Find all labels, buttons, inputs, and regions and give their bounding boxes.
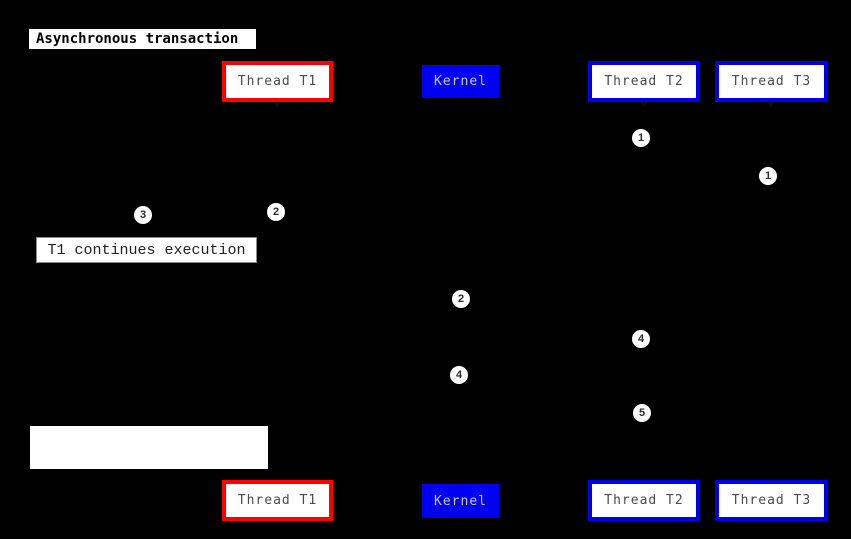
sequence-marker-2-kernel: 2	[452, 290, 470, 308]
sequence-marker-4-thread-t2: 4	[632, 330, 650, 348]
note-blank	[30, 426, 268, 469]
sequence-marker-1-thread-t3: 1	[759, 167, 777, 185]
participant-thread-t1-top: Thread T1	[222, 61, 333, 102]
sequence-marker-2-thread-t1: 2	[267, 203, 285, 221]
participant-kernel-bottom: Kernel	[422, 484, 499, 518]
lifeline-tick-t3-top	[767, 102, 775, 107]
sequence-marker-5-thread-t2: 5	[633, 404, 651, 422]
lifeline-tick-t1-top	[273, 102, 281, 107]
participant-thread-t2-top: Thread T2	[588, 61, 700, 102]
note-t1-continues-execution: T1 continues execution	[36, 237, 257, 263]
participant-thread-t3-top: Thread T3	[715, 61, 828, 102]
sequence-marker-3: 3	[134, 206, 152, 224]
participant-thread-t2-bottom: Thread T2	[588, 480, 700, 521]
lifeline-tick-t2-top	[640, 102, 648, 107]
sequence-marker-1-thread-t2: 1	[632, 129, 650, 147]
participant-thread-t3-bottom: Thread T3	[715, 480, 828, 521]
participant-thread-t1-bottom: Thread T1	[222, 480, 333, 521]
diagram-title: Asynchronous transaction	[28, 28, 257, 50]
sequence-marker-4-kernel: 4	[450, 366, 468, 384]
participant-kernel-top: Kernel	[422, 65, 499, 98]
